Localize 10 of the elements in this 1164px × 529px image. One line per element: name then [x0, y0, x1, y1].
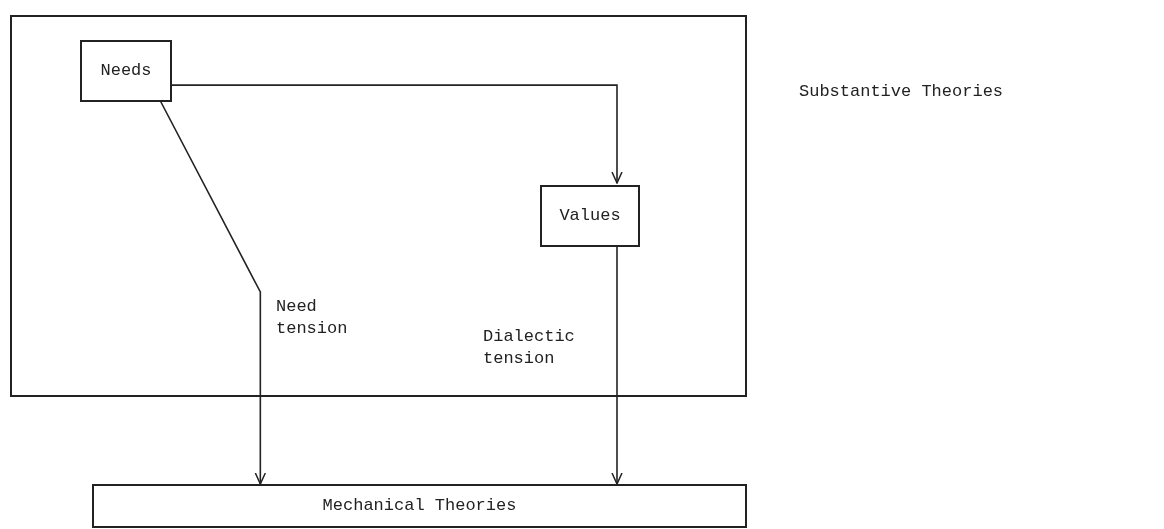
node-text: Needs	[100, 60, 152, 83]
edge-label: Need tension	[276, 296, 349, 340]
edge-label: Dialectic tension	[483, 326, 576, 370]
group-label: Substantive Theories	[799, 81, 1004, 103]
process-box	[92, 484, 747, 528]
process-box	[540, 185, 640, 247]
node-text: Mechanical Theories	[322, 495, 517, 518]
process-box	[80, 40, 172, 102]
node-text: Values	[559, 205, 621, 228]
group-frame	[10, 15, 747, 397]
